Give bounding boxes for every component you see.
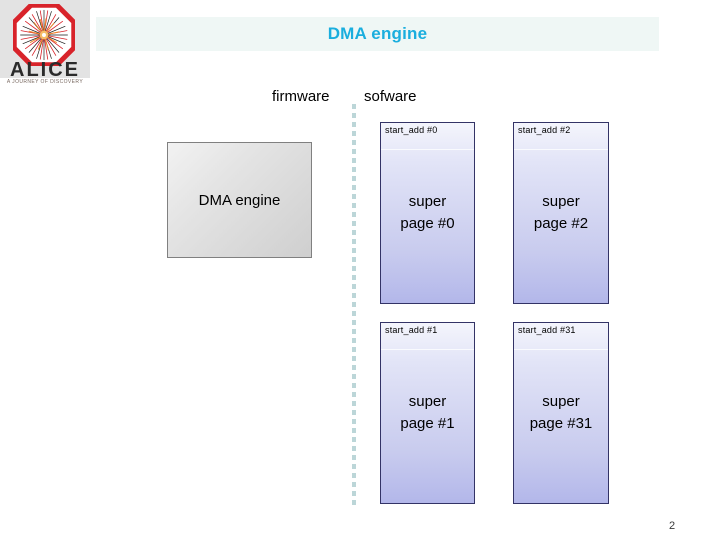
super-page-title-line1: super	[542, 392, 580, 410]
start-address-label: start_add #1	[385, 325, 438, 335]
start-address-label: start_add #0	[385, 125, 438, 135]
address-divider	[514, 349, 608, 350]
super-page-block-1: start_add #1 super page #1	[380, 322, 475, 504]
super-page-title-line2: page #1	[400, 415, 455, 432]
alice-logo: ALICE A JOURNEY OF DISCOVERY	[0, 0, 90, 92]
alice-octagon-collision-logo	[13, 4, 75, 66]
super-page-block-2: start_add #2 super page #2	[513, 122, 609, 304]
super-page-title-line1: super	[408, 392, 447, 410]
start-address-label: start_add #2	[518, 125, 571, 135]
super-page-title: super page #0	[381, 123, 474, 303]
start-address-label: start_add #31	[518, 325, 576, 335]
address-divider	[381, 149, 474, 150]
super-page-block-31: start_add #31 super page #31	[513, 322, 609, 504]
super-page-title: super page #1	[381, 323, 474, 503]
slide-page-number: 2	[668, 520, 676, 532]
dma-engine-block-label: DMA engine	[198, 191, 281, 209]
super-page-title-line2: page #0	[400, 215, 455, 232]
firmware-software-divider	[352, 104, 356, 506]
super-page-title: super page #31	[514, 323, 608, 503]
address-divider	[514, 149, 608, 150]
super-page-title-line2: page #31	[529, 415, 593, 432]
super-page-block-0: start_add #0 super page #0	[380, 122, 475, 304]
column-heading-software: sofware	[364, 88, 417, 105]
alice-logo-tagline: A JOURNEY OF DISCOVERY	[6, 79, 84, 85]
dma-engine-block: DMA engine	[167, 142, 312, 258]
super-page-title-line1: super	[408, 192, 447, 210]
super-page-title: super page #2	[514, 123, 608, 303]
super-page-title-line2: page #2	[533, 215, 589, 232]
page-title: DMA engine	[327, 24, 428, 43]
slide-title-bar: DMA engine	[96, 17, 659, 51]
column-heading-firmware: firmware	[272, 88, 330, 105]
super-page-title-line1: super	[542, 192, 580, 210]
address-divider	[381, 349, 474, 350]
alice-logo-wordmark: ALICE	[10, 59, 80, 81]
